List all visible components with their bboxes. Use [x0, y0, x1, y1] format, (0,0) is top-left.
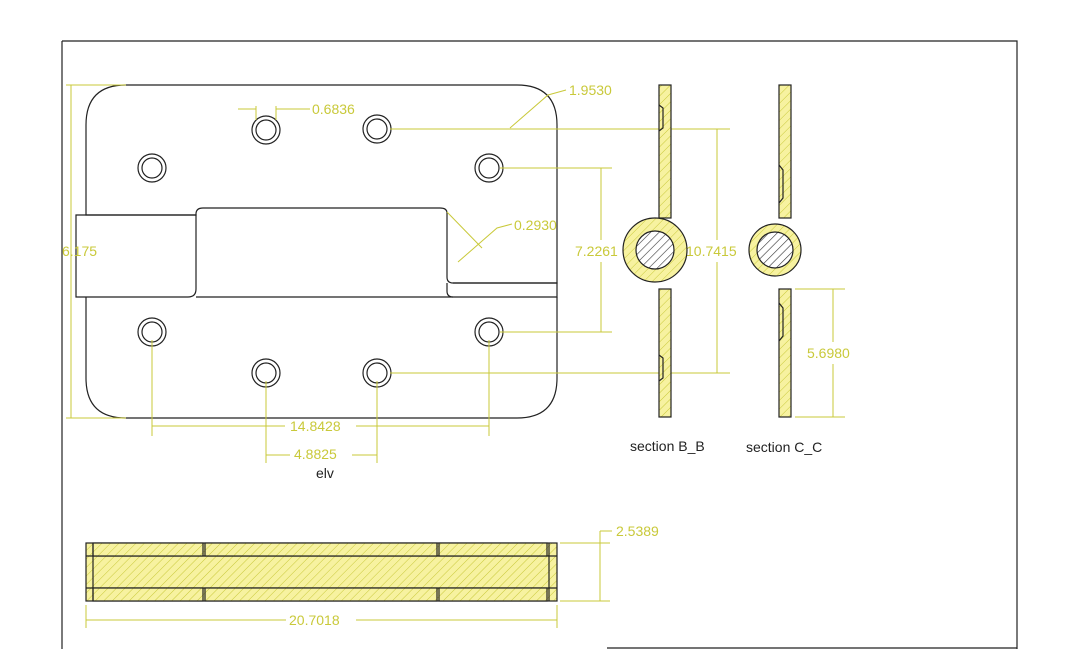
hole-icon [251, 115, 281, 145]
hole-inner-icon [366, 118, 388, 140]
pin-section [635, 230, 675, 270]
label-section-b: section B_B [630, 438, 705, 454]
hole-inner-icon [255, 119, 277, 141]
section-c-view: 5.6980 section C_C [746, 84, 850, 455]
dim-thickness: 2.5389 [616, 523, 659, 539]
elevation-dimensions [66, 84, 730, 463]
dim-hole-spacing-vertical: 7.2261 [575, 243, 618, 259]
knuckle-right [446, 282, 558, 298]
hole-inner-icon [255, 362, 277, 384]
hole-inner-icon [478, 321, 500, 343]
plan-view: 2.5389 20.7018 [85, 523, 659, 628]
lower-leaf-outline [85, 297, 558, 419]
sheet-border-top-right [62, 40, 1018, 649]
elevation-view: 0.6836 1.9530 0.2930 6.175 7.2261 10.741… [62, 82, 737, 481]
dim-overall-length: 20.7018 [289, 612, 340, 628]
label-section-c: section C_C [746, 439, 822, 455]
hole-inner-icon [366, 362, 388, 384]
pin-section [756, 231, 794, 269]
dim-corner-radius: 1.9530 [569, 82, 612, 98]
section-b-view: section B_B [622, 84, 705, 454]
hole-icon [137, 153, 167, 183]
hole-inner-icon [141, 321, 163, 343]
dim-section-height: 10.7415 [686, 243, 737, 259]
knuckle-left [75, 214, 197, 298]
dim-hole-dia: 0.6836 [312, 101, 355, 117]
label-elevation: elv [316, 465, 334, 481]
dim-overall-height: 6.175 [62, 243, 97, 259]
screw-holes [137, 114, 504, 388]
dim-hole-spacing-horizontal: 14.8428 [290, 418, 341, 434]
hole-inner-icon [141, 157, 163, 179]
dim-inner-hole-spacing: 4.8825 [294, 446, 337, 462]
dim-lower-leaf: 5.6980 [807, 345, 850, 361]
dim-gap: 0.2930 [514, 217, 557, 233]
hole-inner-icon [478, 157, 500, 179]
